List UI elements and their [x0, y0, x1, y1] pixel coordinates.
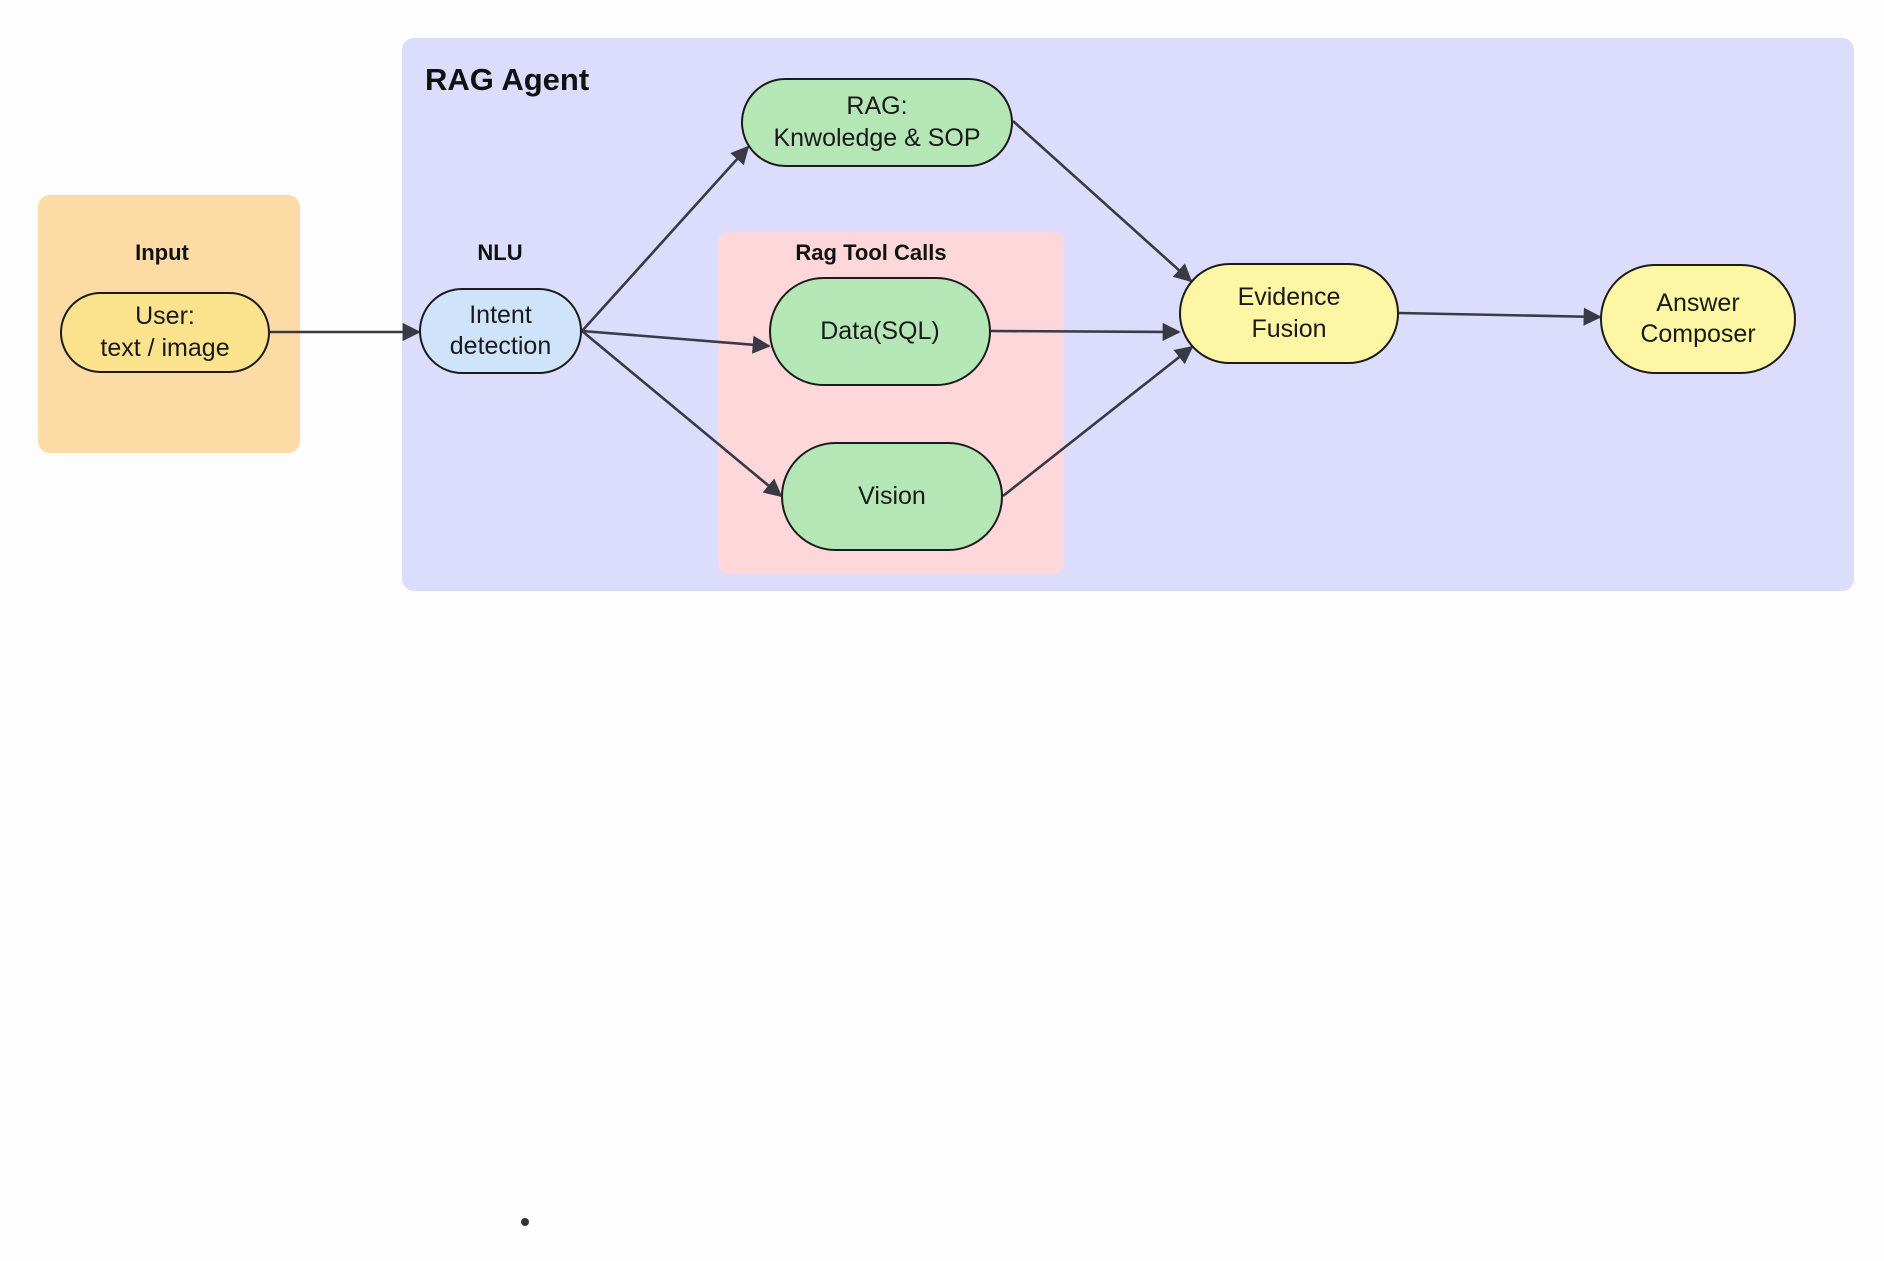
edge-rag-to-evidence — [1012, 120, 1193, 283]
edge-evidence-to-answer — [1398, 307, 1602, 326]
rag-knowledge-node: RAG: Knwoledge & SOP — [741, 78, 1013, 167]
evidence-fusion-node: Evidence Fusion — [1179, 263, 1399, 364]
user-input-node: User: text / image — [60, 292, 270, 373]
bullet-dot — [521, 1218, 529, 1226]
vision-node: Vision — [781, 442, 1003, 551]
edge-data-to-evidence — [990, 322, 1181, 342]
edge-intent-to-rag — [581, 145, 750, 332]
intent-detection-node: Intent detection — [419, 288, 582, 374]
nlu-title: NLU — [477, 240, 523, 265]
rag-tool-calls-title: Rag Tool Calls — [795, 240, 947, 265]
edge-intent-to-vision — [581, 329, 783, 498]
input-title: Input — [135, 240, 189, 265]
rag-agent-title: RAG Agent — [425, 62, 590, 97]
data-sql-node: Data(SQL) — [769, 277, 991, 386]
answer-composer-node: Answer Composer — [1600, 264, 1796, 374]
edge-intent-to-data — [581, 329, 771, 354]
edge-vision-to-evidence — [1002, 345, 1194, 498]
